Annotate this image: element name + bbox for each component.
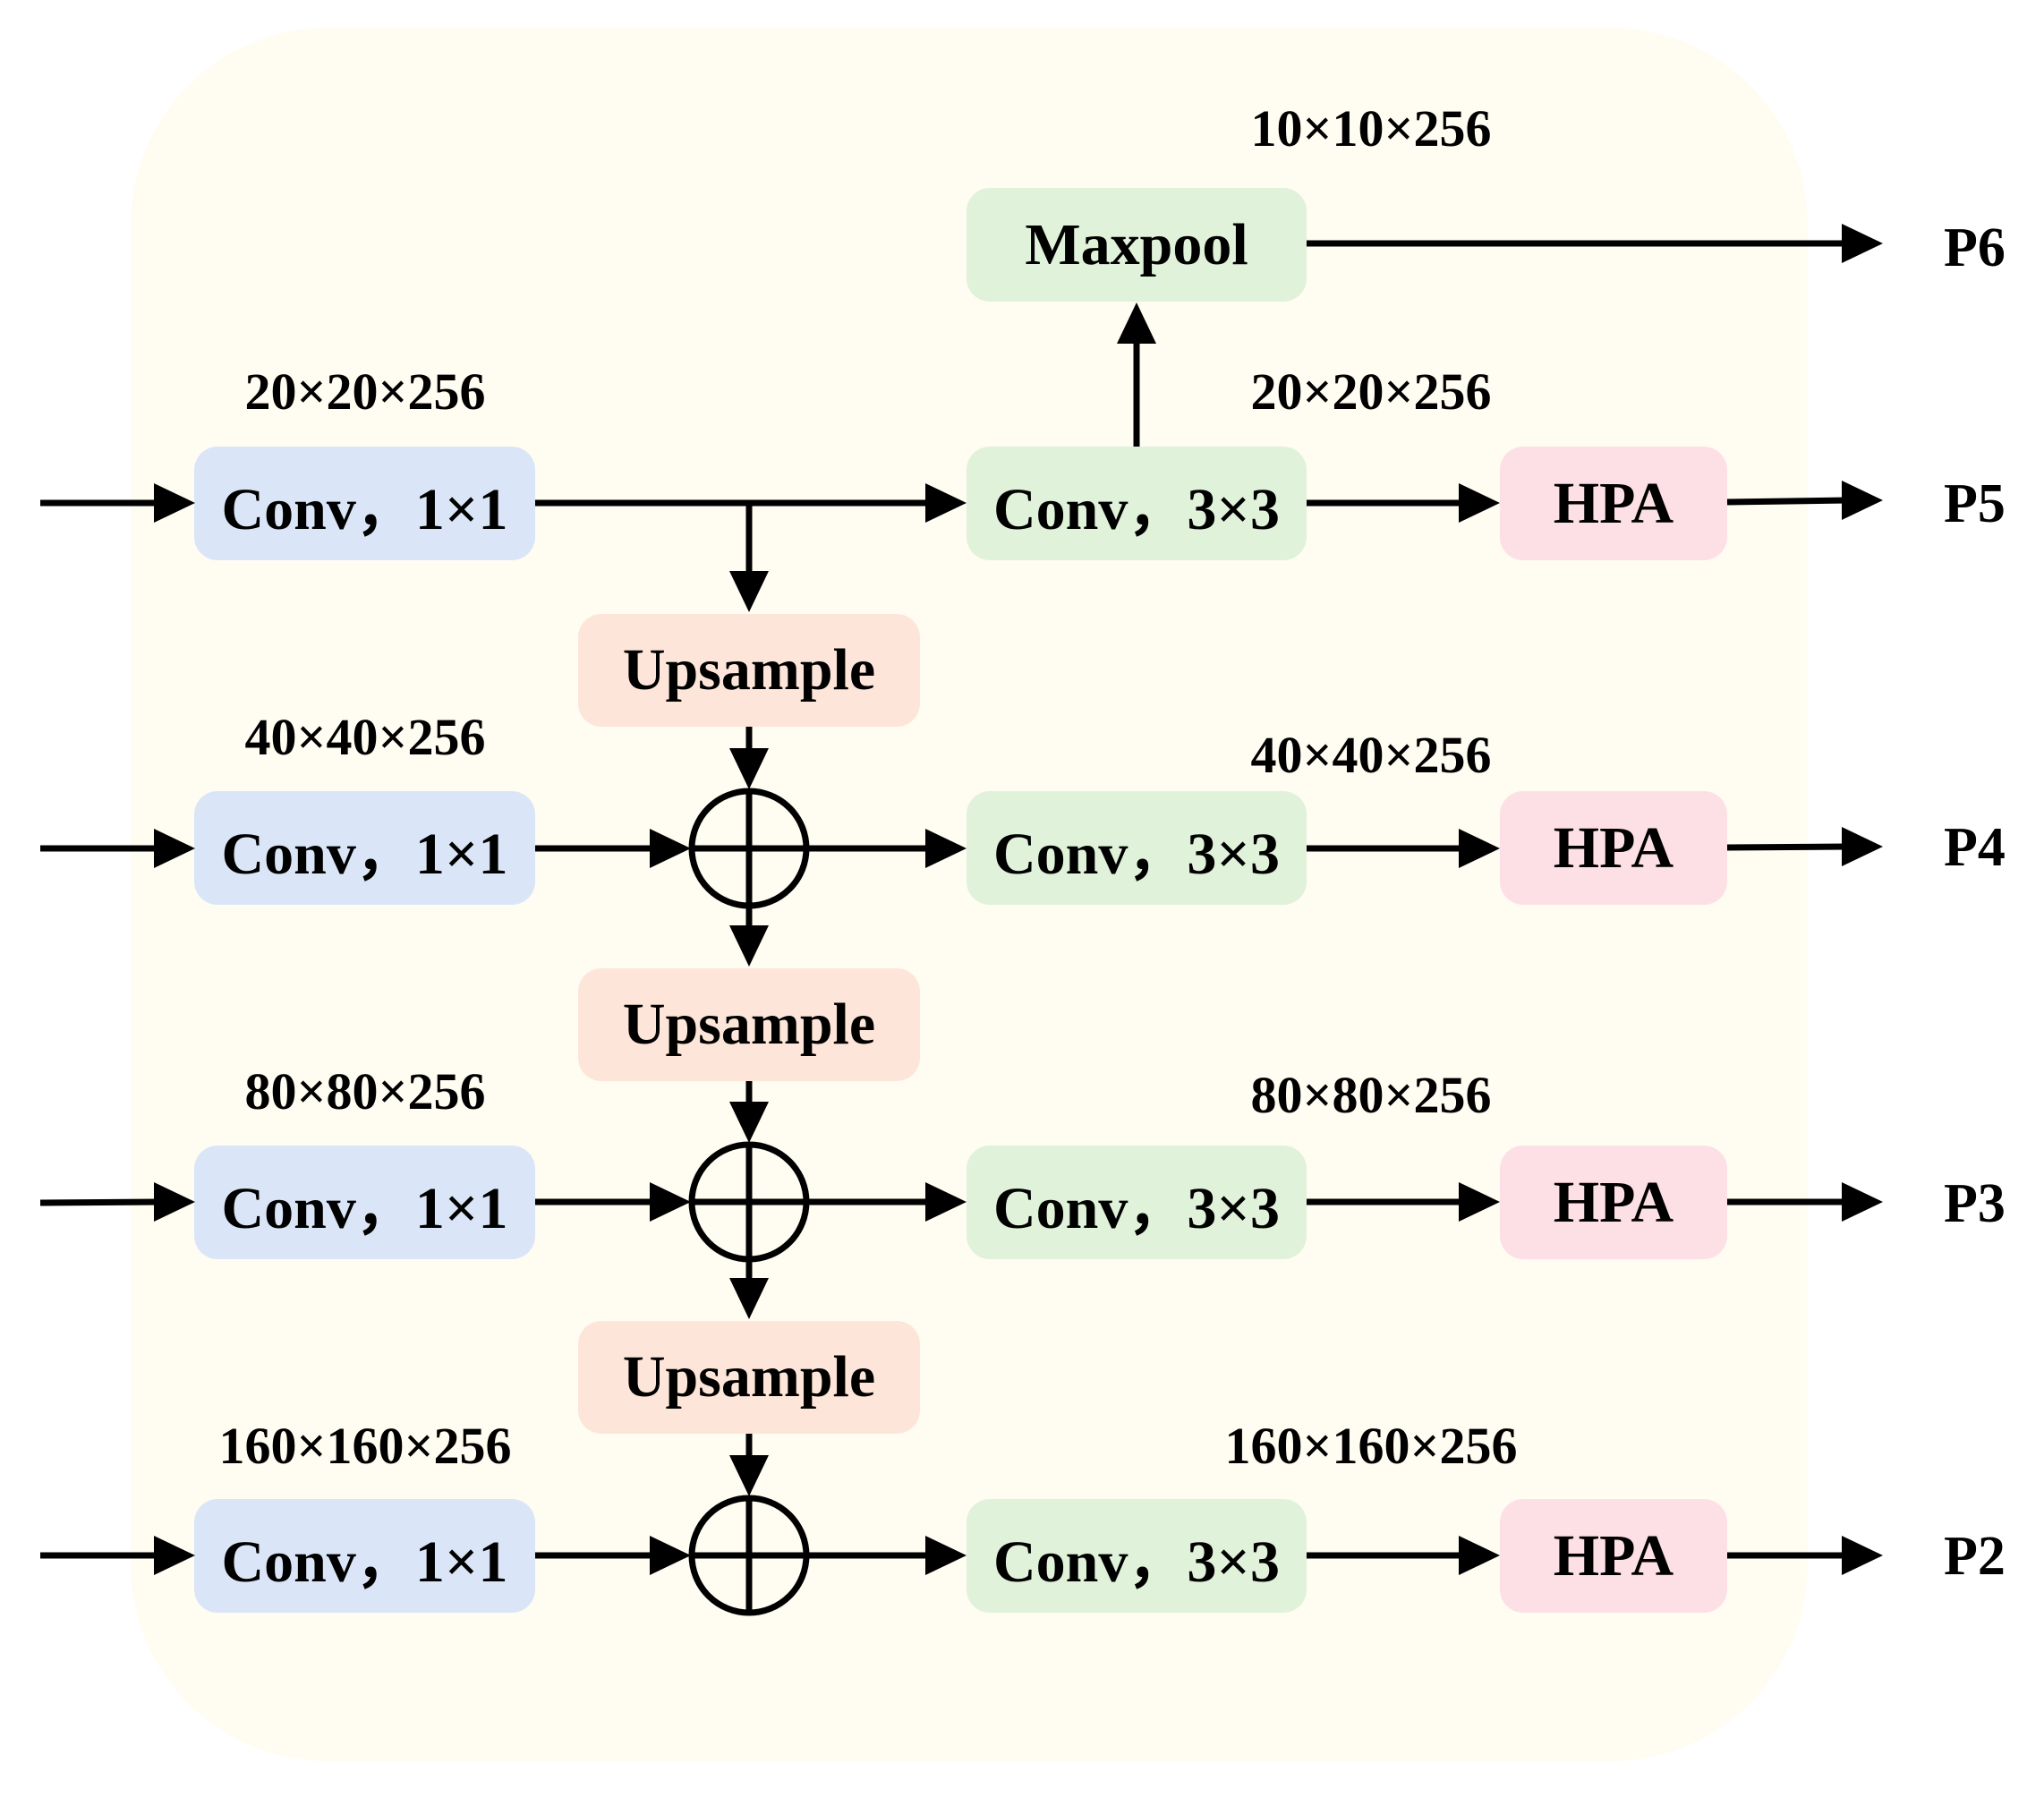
arrowhead-row-p2-input [154, 1536, 195, 1575]
row-p3-input-line [39, 1198, 160, 1206]
arrowhead-into-upsample-3 [729, 1278, 769, 1319]
arrowhead-row-p5-hpa [1459, 483, 1500, 523]
row-p2-conv3x3-block: Conv，3×3 [967, 1499, 1307, 1613]
arrowhead-into-add-p3-top [729, 1102, 769, 1143]
row-p2-input-dim: 160×160×256 [218, 1417, 512, 1475]
arrowhead-p3-out [1842, 1182, 1883, 1222]
arrowhead-into-maxpool [1117, 302, 1156, 344]
output-p4-label: P4 [1944, 817, 2006, 878]
row-p4-conv1x1-block: Conv，1×1 [194, 791, 535, 905]
arrowhead-into-add-p3-left [650, 1182, 691, 1222]
arrowhead-p2-out [1842, 1536, 1883, 1575]
arrowhead-row-p4-input [154, 829, 195, 868]
row-p3-conv1x1-block: Conv，1×1 [194, 1146, 535, 1259]
arrowhead-into-upsample-2 [729, 925, 769, 967]
row-p4-hpa-to-out-line [1726, 843, 1848, 851]
row-p3-output-dim: 80×80×256 [1250, 1066, 1492, 1124]
row-p5-conv1x1-block: Conv，1×1 [194, 447, 535, 560]
arrowhead-into-add-p2-left [650, 1536, 691, 1575]
row-p3-hpa-block: HPA [1500, 1146, 1727, 1259]
row-p5-hpa-to-out-line [1726, 497, 1848, 506]
row-p3-conv3x3-block: Conv，3×3 [967, 1146, 1307, 1259]
row-p4-hpa-block: HPA [1500, 791, 1727, 905]
arrowhead-p5-out [1842, 481, 1883, 520]
row-p5-hpa-block: HPA [1500, 447, 1727, 560]
row-p5-output-dim: 20×20×256 [1250, 362, 1492, 421]
arrowhead-row-p3-hpa [1459, 1182, 1500, 1222]
row-p5-conv3x3-block: Conv，3×3 [967, 447, 1307, 560]
arrowhead-row-p2-conv3 [925, 1536, 967, 1575]
upsample-block-3: Upsample [578, 1321, 920, 1434]
arrowhead-row-p3-input [154, 1182, 195, 1222]
arrowhead-row-p4-conv3 [925, 829, 967, 868]
arrowhead-row-p5-conv3 [925, 483, 967, 523]
output-p3-label: P3 [1944, 1173, 2006, 1234]
add-node-p2 [688, 1495, 810, 1616]
row-p4-input-dim: 40×40×256 [244, 708, 486, 766]
add-node-p3 [688, 1141, 810, 1263]
arrowhead-row-p4-hpa [1459, 829, 1500, 868]
row-p2-output-dim: 160×160×256 [1224, 1417, 1518, 1475]
arrowhead-row-p5-input [154, 483, 195, 523]
arrowhead-row-p3-conv3 [925, 1182, 967, 1222]
arrowhead-into-add-p4-left [650, 829, 691, 868]
arrowhead-into-upsample-1 [729, 571, 769, 612]
row-p2-conv1x1-block: Conv，1×1 [194, 1499, 535, 1613]
output-p2-label: P2 [1944, 1526, 2006, 1587]
upsample-block-2: Upsample [578, 968, 920, 1081]
row-p4-output-dim: 40×40×256 [1250, 726, 1492, 784]
arrowhead-row-p2-hpa [1459, 1536, 1500, 1575]
arrowhead-p6-out [1842, 224, 1883, 263]
arrowhead-into-add-p2-top [729, 1455, 769, 1496]
row-p3-input-dim: 80×80×256 [244, 1062, 486, 1120]
row-p2-hpa-block: HPA [1500, 1499, 1727, 1613]
arrowhead-into-add-p4-top [729, 748, 769, 789]
maxpool-block: Maxpool [967, 188, 1307, 302]
output-p5-label: P5 [1944, 473, 2006, 534]
arrowhead-p4-out [1842, 827, 1883, 866]
row-p4-conv3x3-block: Conv，3×3 [967, 791, 1307, 905]
output-p6-label: P6 [1944, 217, 2006, 278]
maxpool-dim-label: 10×10×256 [1250, 99, 1492, 158]
add-node-p4 [688, 788, 810, 909]
upsample-block-1: Upsample [578, 614, 920, 727]
row-p5-input-dim: 20×20×256 [244, 362, 486, 421]
